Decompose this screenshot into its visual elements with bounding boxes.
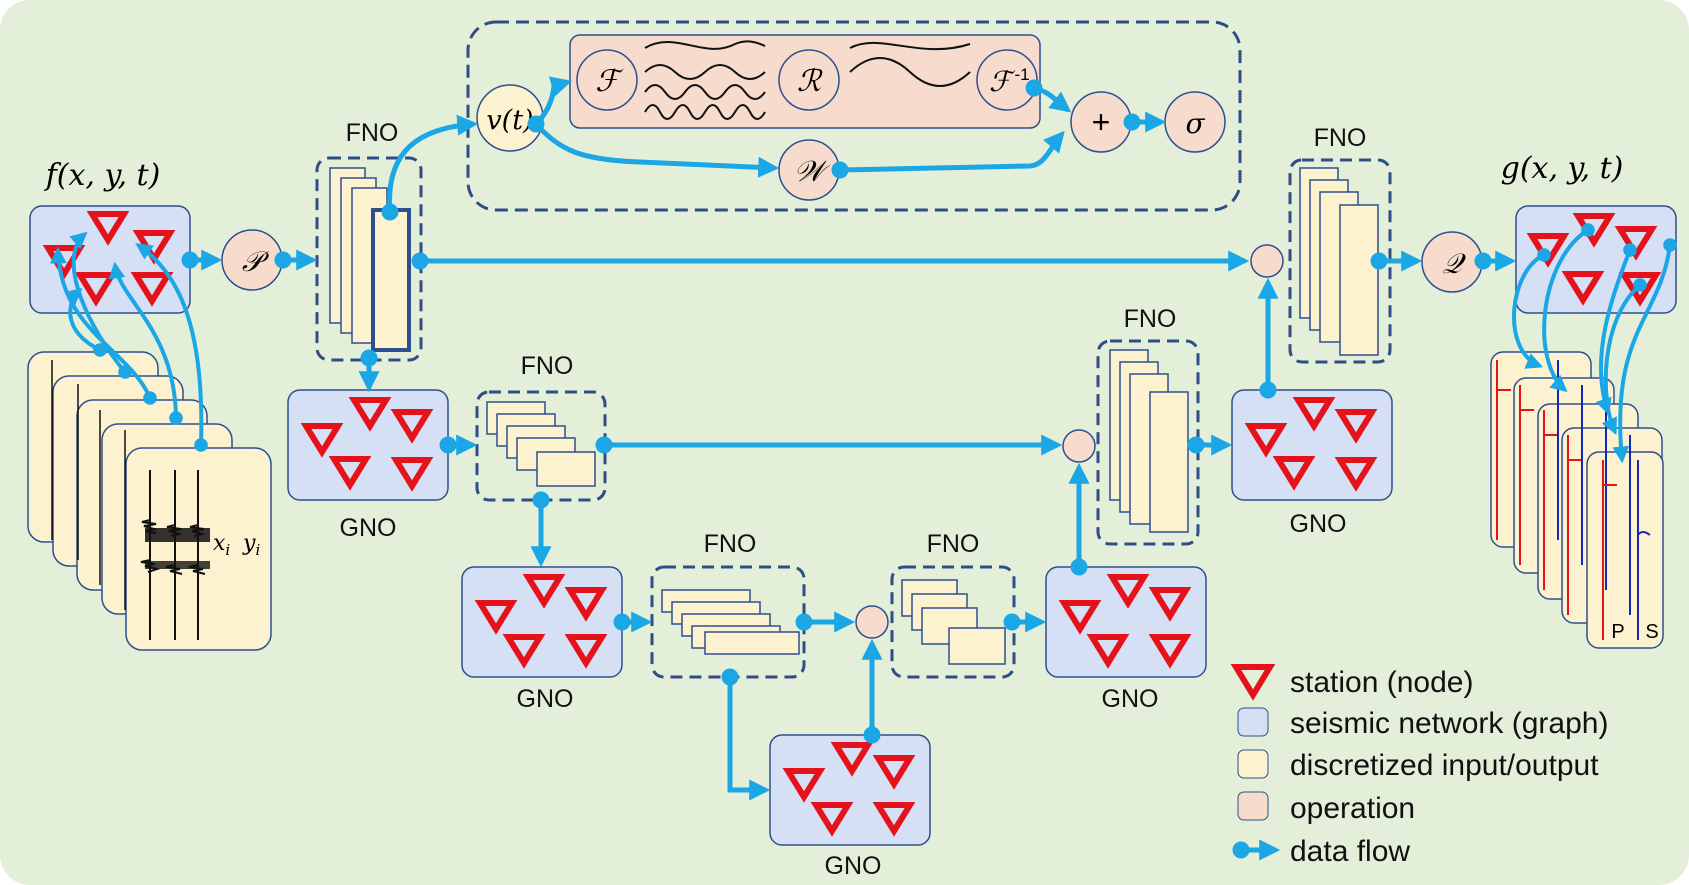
output-network	[1515, 205, 1677, 314]
gno-block-2: GNO	[461, 566, 623, 713]
fno-label-3: FNO	[704, 530, 757, 558]
legend-station-label: station (node)	[1290, 666, 1473, 699]
legend-network-label: seismic network (graph)	[1290, 707, 1608, 740]
fno-label-2: FNO	[521, 352, 574, 380]
yi-label: yi	[242, 531, 260, 559]
fno-label-4: FNO	[927, 530, 980, 558]
fno-label-5: FNO	[1124, 305, 1177, 333]
fno-block-1: FNO	[315, 119, 423, 362]
legend-flow-label: data flow	[1290, 835, 1410, 868]
legend-data-label: discretized input/output	[1290, 749, 1599, 782]
r-op	[778, 49, 840, 111]
legend-operation-swatch	[1237, 791, 1269, 821]
s-phase-label: S	[1645, 621, 1658, 643]
project-symbol: 𝒬	[1442, 247, 1466, 280]
gno-label-3: GNO	[1102, 685, 1159, 713]
input-function-label: f(x, y, t)	[44, 158, 161, 193]
inverse-fourier-superscript: -1	[1014, 65, 1029, 84]
legend-data-swatch	[1237, 749, 1269, 779]
gno-block-bottom: GNO	[769, 734, 931, 880]
fno-block-4: FNO	[890, 530, 1016, 679]
fno-label-6: FNO	[1314, 124, 1367, 152]
fourier-modes-waves	[644, 40, 971, 120]
v-symbol: v(t)	[486, 105, 533, 136]
fno-label-1: FNO	[346, 119, 399, 147]
legend-station-icon	[1230, 664, 1276, 701]
gno-label-1: GNO	[340, 514, 397, 542]
xi-label: xi	[213, 531, 230, 559]
fno-block-6: FNO	[1288, 124, 1392, 364]
gno-label-bottom: GNO	[825, 852, 882, 880]
legend: station (node) seismic network (graph) d…	[1230, 664, 1608, 868]
legend-network-swatch	[1237, 707, 1269, 737]
fourier-op	[576, 49, 638, 111]
input-station-flows	[49, 231, 208, 452]
gno-block-3: GNO	[1045, 566, 1207, 713]
input-network	[29, 205, 191, 314]
p-phase-label: P	[1611, 621, 1624, 643]
sigma-symbol: σ	[1185, 107, 1205, 140]
gno-label-4: GNO	[1290, 510, 1347, 538]
concat-node-top	[1250, 244, 1284, 278]
gno-label-2: GNO	[517, 685, 574, 713]
fno-detail-block: ℱ ℛ ℱ -1 v(t) 𝒲 + σ	[466, 20, 1242, 212]
output-station-flows	[1512, 223, 1677, 464]
fno-block-5: FNO	[1096, 305, 1200, 546]
concat-node-low	[855, 605, 889, 639]
legend-operation-label: operation	[1290, 792, 1415, 825]
detail-flows	[527, 76, 1167, 179]
gno-block-4: GNO	[1231, 389, 1393, 538]
concat-node-mid	[1062, 429, 1096, 463]
plus-symbol: +	[1092, 104, 1111, 140]
output-function-label: g(x, y, t)	[1501, 151, 1624, 186]
r-symbol: ℛ	[797, 64, 823, 99]
